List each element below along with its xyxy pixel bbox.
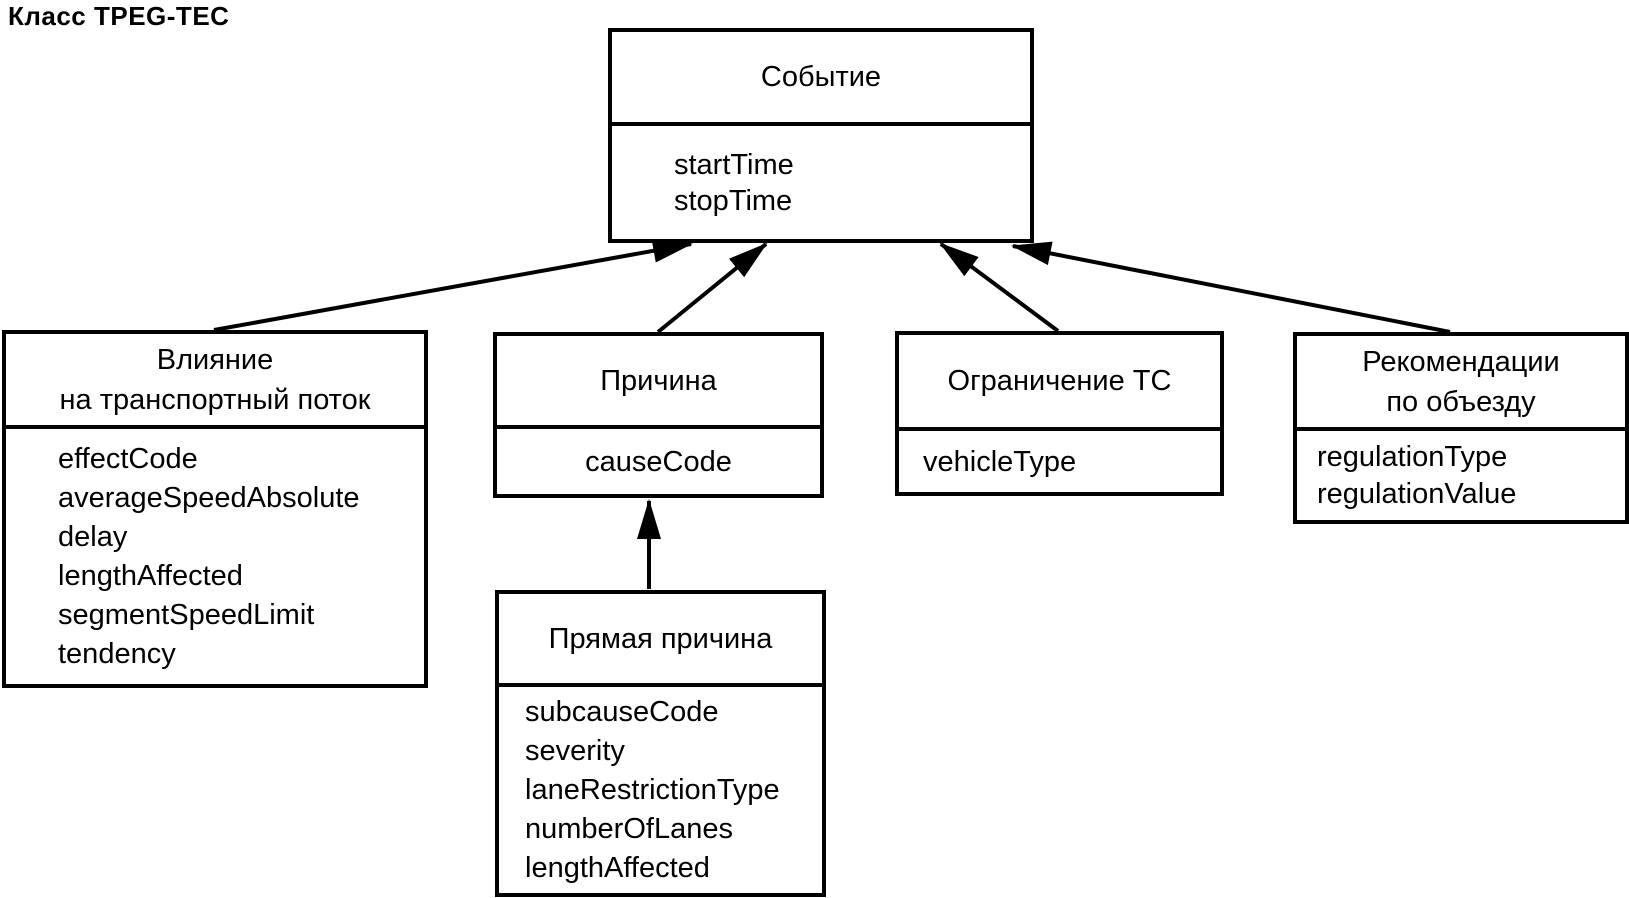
- page-title: Класс TPEG-TEC: [8, 1, 230, 31]
- arrow-detour-recommendations-to-event: [1011, 241, 1451, 334]
- attribute-start-time: startTime: [674, 148, 794, 181]
- attribute-vehicle-type: vehicleType: [923, 445, 1077, 478]
- class-name-influence-line2: на транспортный поток: [59, 383, 371, 416]
- attribute-effect-code: effectCode: [58, 442, 198, 475]
- class-attributes-vehicle-restriction: vehicleType: [899, 431, 1220, 492]
- arrow-cause-to-event: [656, 242, 768, 334]
- class-name-detour-recommendations: Рекомендации по объезду: [1297, 336, 1625, 431]
- class-box-detour-recommendations: Рекомендации по объезду regulationType r…: [1293, 332, 1629, 524]
- class-name-vehicle-restriction: Ограничение ТС: [899, 335, 1220, 431]
- attribute-regulation-type: regulationType: [1317, 440, 1508, 473]
- arrow-vehicle-restriction-to-event: [939, 242, 1060, 333]
- attribute-length-affected: lengthAffected: [58, 559, 243, 592]
- attribute-cause-code: causeCode: [585, 445, 732, 478]
- class-box-direct-cause: Прямая причина subcauseCode severity lan…: [495, 590, 826, 897]
- class-box-influence: Влияние на транспортный поток effectCode…: [2, 330, 428, 688]
- class-box-cause: Причина causeCode: [493, 332, 824, 498]
- class-attributes-influence: effectCode averageSpeedAbsolute delay le…: [6, 429, 424, 684]
- class-name-influence: Влияние на транспортный поток: [6, 334, 424, 429]
- class-name-influence-line1: Влияние: [156, 343, 274, 376]
- attribute-stop-time: stopTime: [674, 184, 793, 217]
- attribute-delay: delay: [58, 520, 128, 553]
- class-attributes-event: startTime stopTime: [612, 126, 1030, 239]
- class-attributes-direct-cause: subcauseCode severity laneRestrictionTyp…: [499, 687, 822, 893]
- class-attributes-detour-recommendations: regulationType regulationValue: [1297, 431, 1625, 520]
- attribute-length-affected-direct: lengthAffected: [525, 851, 710, 884]
- class-name-event: Событие: [612, 32, 1030, 126]
- attribute-tendency: tendency: [58, 637, 176, 670]
- class-name-detour-line1: Рекомендации: [1362, 345, 1560, 378]
- class-attributes-cause: causeCode: [497, 429, 820, 494]
- attribute-segment-speed-limit: segmentSpeedLimit: [58, 598, 315, 631]
- attribute-severity: severity: [525, 734, 625, 767]
- class-box-vehicle-restriction: Ограничение ТС vehicleType: [895, 331, 1224, 496]
- class-name-direct-cause: Прямая причина: [499, 594, 822, 687]
- class-name-detour-line2: по объезду: [1386, 385, 1536, 418]
- attribute-subcause-code: subcauseCode: [525, 695, 719, 728]
- class-box-event: Событие startTime stopTime: [608, 28, 1034, 243]
- attribute-average-speed-absolute: averageSpeedAbsolute: [58, 481, 360, 514]
- attribute-number-of-lanes: numberOfLanes: [525, 812, 733, 845]
- arrow-influence-to-event: [213, 238, 693, 332]
- class-name-cause: Причина: [497, 336, 820, 429]
- attribute-lane-restriction-type: laneRestrictionType: [525, 773, 780, 806]
- attribute-regulation-value: regulationValue: [1317, 477, 1517, 510]
